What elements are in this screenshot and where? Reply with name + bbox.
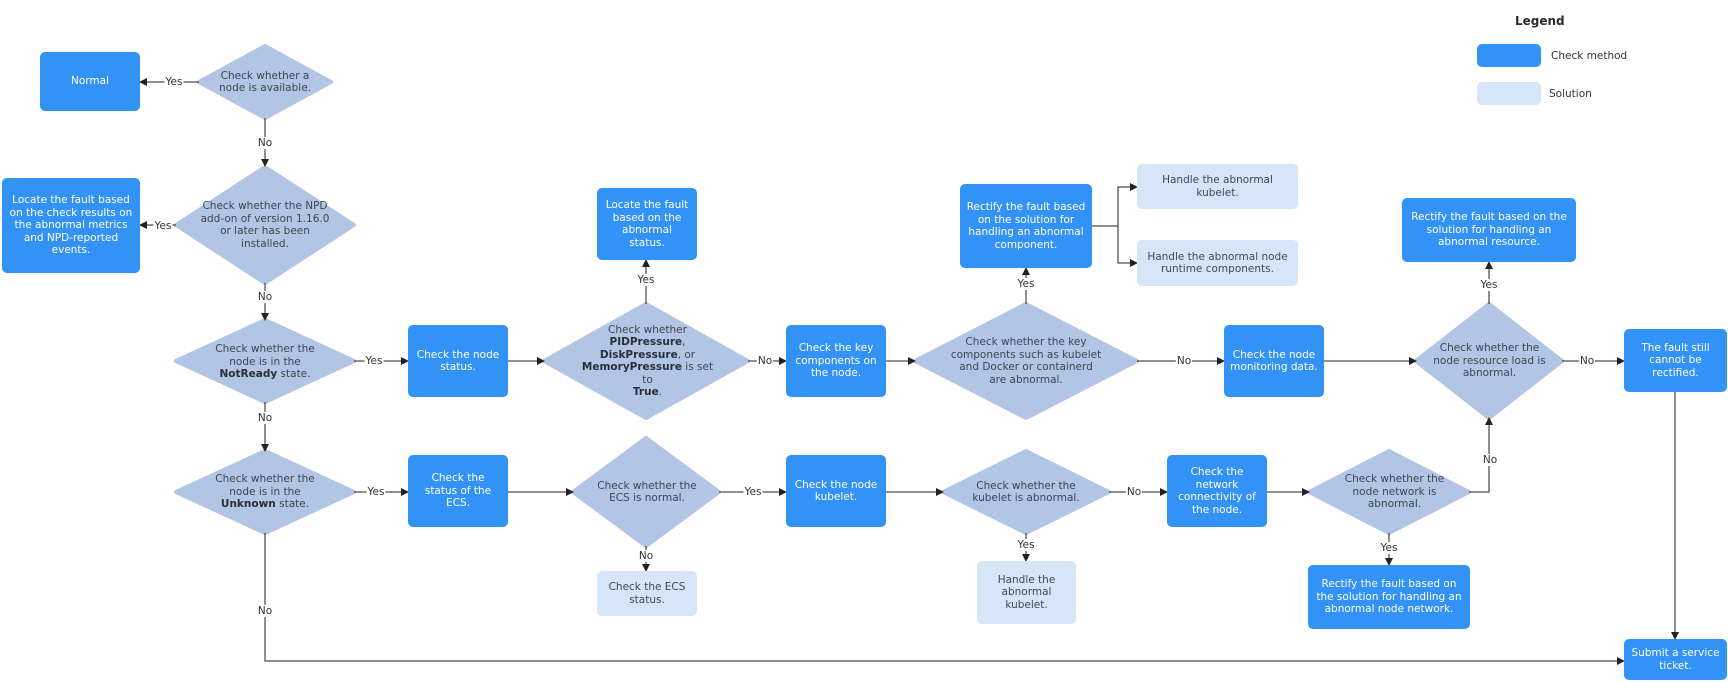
decision-resource-text: Check whether the node resource load is … [1433, 342, 1546, 380]
decision-pressure-diamond [542, 302, 750, 420]
submit-ticket-box: Submit a service ticket. [1624, 639, 1727, 680]
unknown-post: state. [275, 498, 310, 511]
edge-label-ecs-yes: Yes [743, 486, 763, 498]
edge-label-npd-yes: Yes [153, 220, 173, 232]
edge-label-resource-yes: Yes [1479, 279, 1499, 291]
decision-network-text: Check whether the node network is abnorm… [1344, 473, 1445, 511]
pressure-pre: Check whether [608, 323, 687, 336]
pressure-b1: PIDPressure [609, 336, 683, 348]
edge-label-key-components-yes: Yes [1016, 278, 1036, 290]
handle-kubelet-top-box: Handle the abnormal kubelet. [1137, 164, 1298, 209]
edge-label-notready-yes: Yes [364, 355, 384, 367]
edge-label-pressure-yes: Yes [636, 274, 656, 286]
decision-ecs-text: Check whether the ECS is normal. [597, 479, 697, 505]
legend-check-method-label: Check method [1551, 50, 1628, 62]
pressure-b2: DiskPressure [599, 348, 678, 361]
decision-available-text: Check whether a node is available. [219, 69, 311, 95]
decision-notready-text: Check whether the node is in the NotRead… [205, 340, 325, 384]
decision-key-components-diamond [913, 302, 1139, 420]
edge-label-key-components-no: No [1175, 355, 1193, 367]
locate-npd-box: Locate the fault based on the check resu… [2, 178, 140, 273]
edge-network-decision-to-resource [1469, 417, 1493, 493]
pressure-m3: is set to [642, 361, 714, 386]
pressure-m1: , [682, 336, 686, 348]
edge-label-pressure-no: No [756, 355, 774, 367]
pressure-b3: MemoryPressure [581, 361, 682, 373]
check-ecs-box: Check the ECS status. [597, 571, 697, 616]
edge-label-resource-no: No [1578, 355, 1596, 367]
edge-label-kubelet-yes: Yes [1016, 539, 1036, 551]
legend-solution-label: Solution [1549, 88, 1592, 100]
edge-label-kubelet-no: No [1125, 486, 1143, 498]
edge-label-network-no: No [1481, 454, 1499, 466]
notready-post: state. [277, 368, 311, 381]
decision-unknown-text: Check whether the node is in the Unknown… [205, 470, 325, 514]
legend-title: Legend [1515, 14, 1565, 28]
edge-unknown-to-ticket [264, 533, 1625, 665]
fault-still-box: The fault still cannot be rectified. [1624, 329, 1727, 392]
edge-label-unknown-yes: Yes [366, 486, 386, 498]
locate-abnormal-status-box: Locate the fault based on the abnormal s… [597, 188, 697, 260]
edge-rectify-to-handle-runtime [1117, 226, 1138, 267]
legend-solution-swatch [1477, 82, 1541, 105]
rectify-resource-box: Rectify the fault based on the solution … [1402, 198, 1576, 262]
decision-pressure-text: Check whether PIDPressure, DiskPressure,… [575, 324, 720, 399]
rectify-component-box: Rectify the fault based on the solution … [960, 184, 1092, 268]
edge-rectify-to-handle-kubelet [1092, 183, 1138, 227]
pressure-b4: True [632, 386, 659, 398]
check-node-status-box: Check the node status. [408, 325, 508, 397]
notready-bold: NotReady [219, 368, 278, 381]
legend-check-method-swatch [1477, 44, 1541, 67]
notready-pre: Check whether the node is in the [215, 343, 315, 368]
pressure-post: . [658, 386, 663, 398]
check-kubelet-box: Check the node kubelet. [786, 455, 886, 527]
edge-label-notready-no: No [256, 412, 274, 424]
edge-label-available-no: No [256, 137, 274, 149]
edge-label-npd-no: No [256, 291, 274, 303]
decision-npd-text: Check whether the NPD add-on of version … [200, 200, 330, 250]
handle-runtime-box: Handle the abnormal node runtime compone… [1137, 240, 1298, 286]
edge-label-network-yes: Yes [1379, 542, 1399, 554]
check-monitoring-box: Check the node monitoring data. [1224, 325, 1324, 397]
rectify-network-box: Rectify the fault based on the solution … [1308, 565, 1470, 629]
edge-label-ecs-no: No [637, 550, 655, 562]
decision-key-components-text: Check whether the key components such as… [950, 336, 1102, 386]
check-ecs-status-box: Check the status of the ECS. [408, 455, 508, 527]
pressure-m2: , or [677, 348, 696, 361]
edge-label-unknown-no: No [256, 605, 274, 617]
check-key-components-box: Check the key components on the node. [786, 325, 886, 397]
unknown-pre: Check whether the node is in the [215, 473, 315, 498]
normal-box: Normal [40, 52, 140, 111]
check-network-box: Check the network connectivity of the no… [1167, 455, 1267, 527]
unknown-bold: Unknown [220, 498, 276, 511]
edge-label-available-yes: Yes [164, 76, 184, 88]
decision-kubelet-text: Check whether the kubelet is abnormal. [972, 479, 1080, 505]
handle-kubelet-bottom-box: Handle the abnormal kubelet. [977, 561, 1076, 624]
